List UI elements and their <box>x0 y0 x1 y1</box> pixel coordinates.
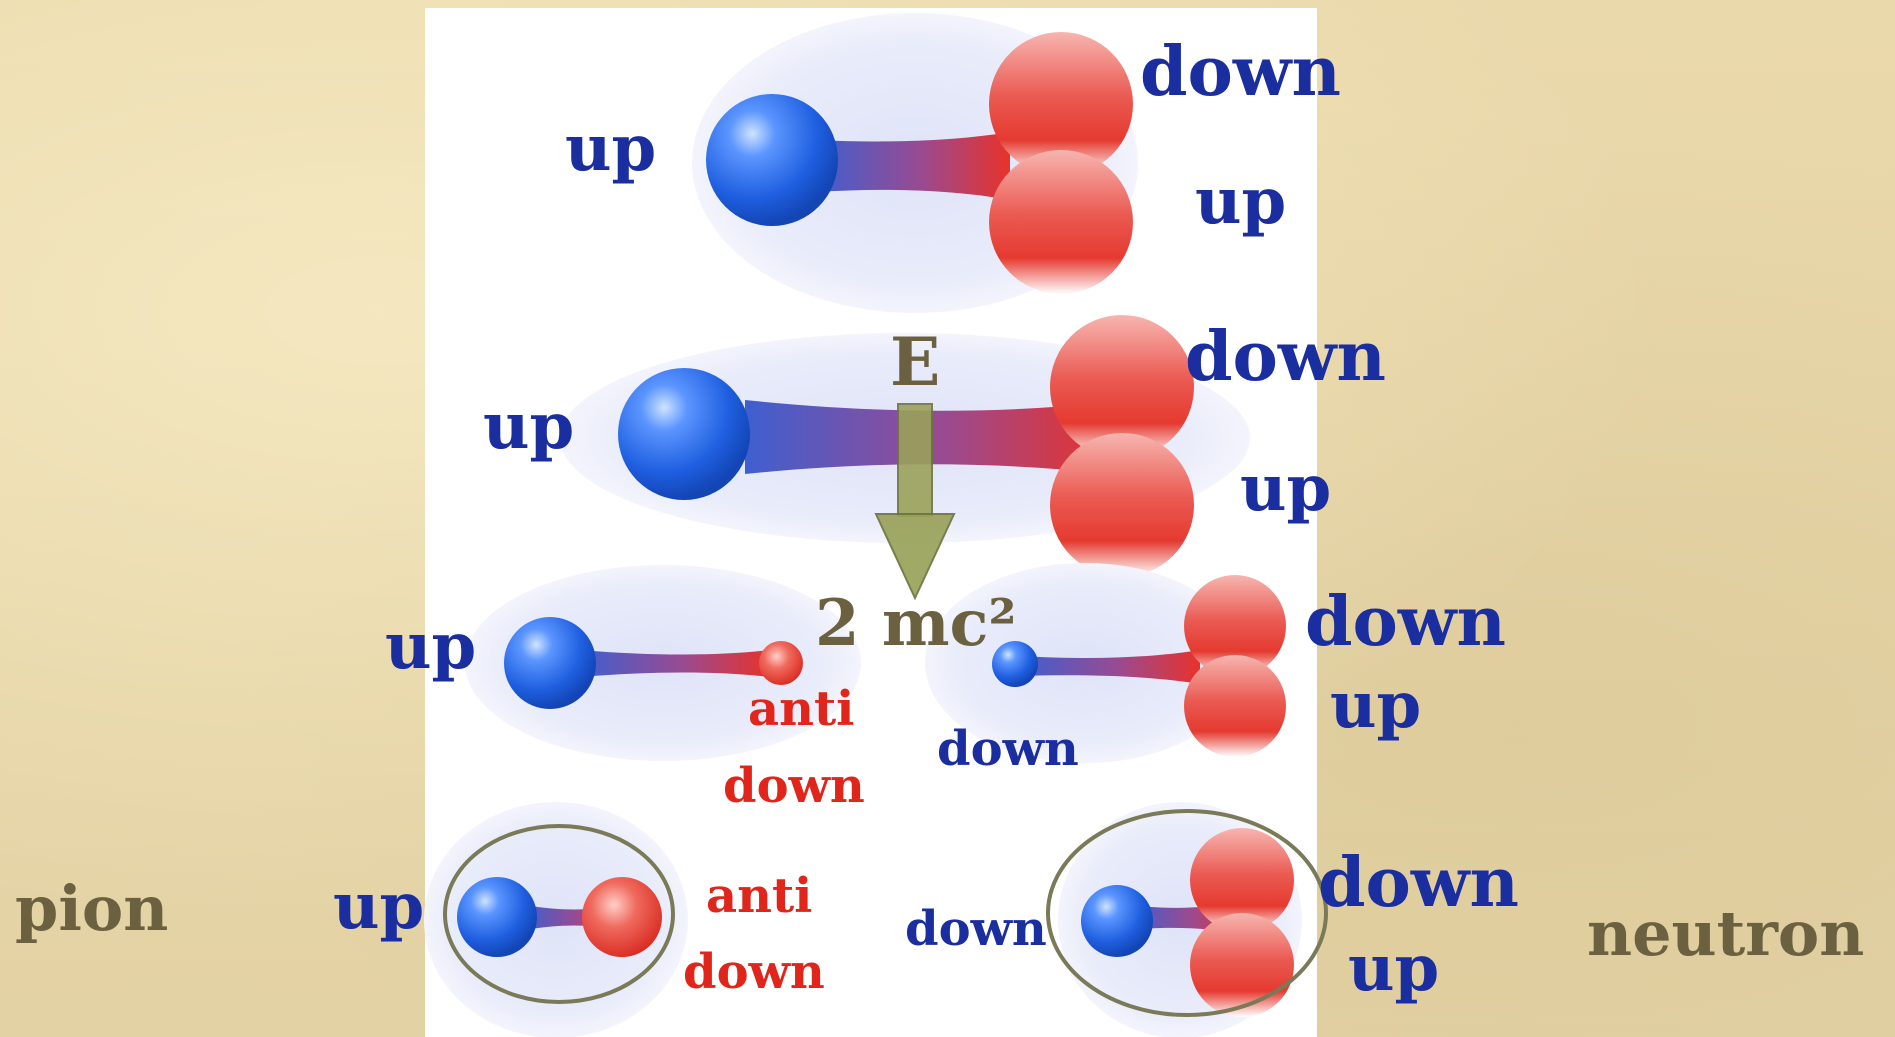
row3-up-label: up <box>385 609 476 684</box>
row4-pion <box>424 802 688 1037</box>
row3-anti-label: anti <box>748 681 854 737</box>
pion-label: pion <box>15 872 168 945</box>
row3-antidown-label: down <box>723 758 865 814</box>
row2-up-quark-sphere-right <box>1050 433 1194 577</box>
row2-up-label: up <box>483 389 574 464</box>
energy-label: E <box>890 323 940 401</box>
row2-down-label: down <box>1185 317 1386 397</box>
row2-up-quark-sphere <box>618 368 750 500</box>
row3-down-label: down <box>937 721 1079 777</box>
row4-up-quark-sphere <box>457 877 537 957</box>
row1-up-quark-sphere <box>706 94 838 226</box>
row3-antidown-quark-sphere <box>759 641 803 685</box>
row3-up-quark-sphere-right <box>1184 655 1286 757</box>
neutron-label: neutron <box>1587 897 1864 970</box>
row1-up-label: up <box>565 111 656 186</box>
row4-down-quark-sphere-small <box>1081 885 1153 957</box>
arrow-shaft <box>898 404 932 516</box>
row1-down-label: down <box>1140 32 1341 112</box>
row4-down-label: down <box>905 901 1047 957</box>
row4-antidown-label: down <box>683 944 825 1000</box>
row4-down-label-right: down <box>1318 843 1519 923</box>
row3-up-label-right: up <box>1330 668 1421 743</box>
row1-up-quark-sphere-right <box>989 150 1133 294</box>
row4-up-label: up <box>333 869 424 944</box>
row2-up-label-right: up <box>1240 451 1331 526</box>
row4-antidown-quark-sphere <box>582 877 662 957</box>
row1-up-label-right: up <box>1195 164 1286 239</box>
row4-up-label-right: up <box>1348 931 1439 1006</box>
row1-flux-tube <box>815 132 1010 200</box>
row4-up-quark-sphere-right <box>1190 913 1294 1017</box>
row1-baryon <box>692 13 1138 313</box>
mass-energy-label: 2 mc² <box>815 586 1017 661</box>
row4-anti-label: anti <box>706 868 812 924</box>
row3-up-quark-sphere <box>504 617 596 709</box>
row3-down-label-right: down <box>1305 582 1506 662</box>
